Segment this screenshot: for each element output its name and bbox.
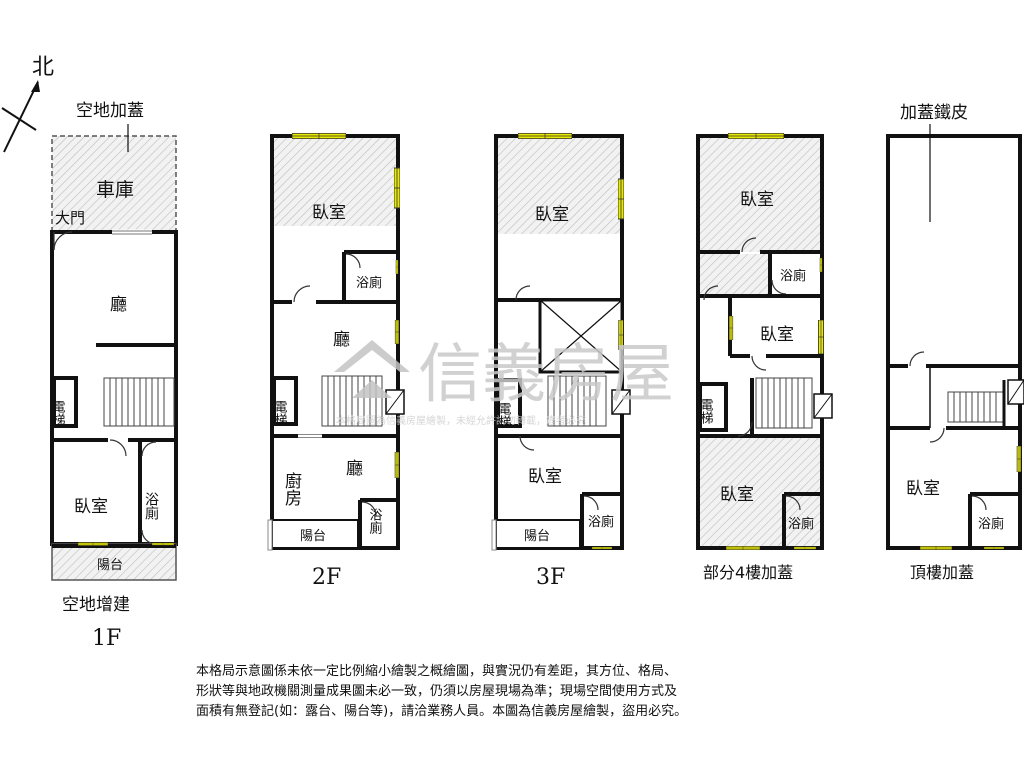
balcony-2f	[271, 519, 359, 549]
label-1f-open-land-extension: 空地增建	[62, 595, 130, 615]
label-1f-balcony: 陽台	[97, 558, 123, 573]
title-roof: 頂樓加蓋	[910, 563, 974, 582]
label-4f-bathroom-top: 浴廁	[780, 268, 806, 284]
label-1f-bedroom: 臥室	[74, 497, 108, 517]
floor-2f	[267, 133, 405, 551]
label-1f-elevator: 電梯	[50, 400, 66, 426]
label-3f-elevator: 電梯	[496, 402, 512, 428]
title-1f: 1F	[92, 626, 121, 651]
label-1f-open-land-addition: 空地加蓋	[76, 101, 144, 121]
floor-1f	[50, 124, 178, 581]
watermark-brand: 信義房屋	[418, 338, 674, 412]
watermark: 信義房屋 本格局圖為信義房屋繪製，未經允許請勿轉載，違者必究	[334, 338, 674, 427]
label-2f-living-room-top: 廳	[333, 330, 350, 350]
label-3f-bedroom-top: 臥室	[535, 205, 569, 225]
label-2f-bedroom: 臥室	[312, 203, 346, 223]
elevator-3f	[496, 378, 522, 428]
label-2f-bathroom-bottom: 浴廁	[367, 508, 383, 535]
watermark-logo-icon	[334, 340, 410, 398]
label-4f-bathroom-bottom: 浴廁	[788, 516, 814, 532]
north-label: 北	[32, 55, 54, 80]
staircase-4f	[755, 377, 813, 429]
balcony-1f	[51, 543, 177, 581]
staircase-1f	[103, 377, 175, 427]
title-4f: 部分4樓加蓋	[703, 563, 793, 582]
label-2f-bathroom-top: 浴廁	[356, 275, 382, 291]
label-1f-living-room: 廳	[110, 295, 127, 315]
label-3f-bedroom-bottom: 臥室	[528, 467, 562, 487]
floor-4f	[696, 133, 833, 551]
label-2f-balcony: 陽台	[300, 529, 326, 544]
label-2f-elevator: 電梯	[272, 400, 288, 426]
label-2f-kitchen: 廚房	[281, 471, 302, 507]
disclaimer-line: 本格局示意圖係未依一定比例縮小繪製之概繪圖，與實況仍有差距，其方位、格局、	[196, 664, 678, 679]
elevator-2f	[272, 376, 298, 426]
staircase-3f	[547, 375, 607, 427]
disclaimer-line: 面積有無登記(如：露台、陽台等)，請洽業務人員。本圖為信義房屋繪製，盜用必究。	[196, 704, 688, 719]
elevator-1f	[52, 376, 78, 428]
label-1f-bathroom: 浴廁	[143, 492, 159, 520]
staircase-roof	[947, 391, 1005, 423]
label-3f-balcony: 陽台	[524, 529, 550, 544]
label-3f-bathroom: 浴廁	[588, 514, 614, 530]
floor-3f	[491, 133, 631, 551]
label-4f-bedroom-bottom: 臥室	[720, 485, 754, 505]
garage-area	[51, 135, 177, 233]
elevator-4f	[698, 382, 728, 432]
label-2f-living-room-bottom: 廳	[346, 459, 363, 479]
balcony-3f	[495, 519, 581, 549]
label-roof-bathroom: 浴廁	[978, 516, 1004, 532]
title-3f: 3F	[536, 565, 565, 590]
north-arrow-icon	[1, 80, 40, 153]
label-1f-main-door: 大門	[55, 209, 85, 227]
floor-roof	[886, 124, 1024, 551]
label-roof-bedroom: 臥室	[906, 479, 940, 499]
disclaimer-text: 本格局示意圖係未依一定比例縮小繪製之概繪圖，與實況仍有差距，其方位、格局、 形狀…	[196, 662, 836, 722]
label-4f-elevator: 電梯	[698, 398, 714, 424]
label-4f-bedroom-middle: 臥室	[760, 325, 794, 345]
label-4f-bedroom-top: 臥室	[740, 190, 774, 210]
disclaimer-line: 形狀等與地政機關測量成果圖未必一致，仍須以房屋現場為準；現場空間使用方式及	[196, 684, 678, 699]
watermark-tagline: 本格局圖為信義房屋繪製，未經允許請勿轉載，違者必究	[336, 414, 586, 427]
label-1f-garage: 車庫	[96, 179, 134, 201]
label-roof-iron-sheet-addition: 加蓋鐵皮	[900, 103, 968, 123]
title-2f: 2F	[312, 565, 341, 590]
